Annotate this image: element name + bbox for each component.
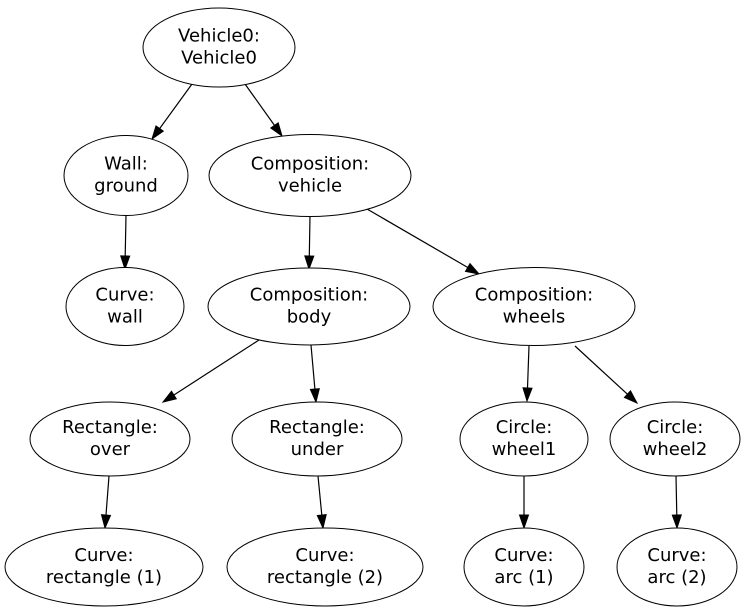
edge-arrowhead [100, 514, 112, 530]
node-label-line1: Composition: [250, 285, 368, 306]
edge-line [105, 475, 110, 516]
edge-composition-wheels-circle-wheel2 [574, 345, 639, 405]
node-circle-wheel1: Circle: wheel1 [459, 401, 589, 477]
node-label-line1: Composition: [475, 285, 593, 306]
node-label-line1: Circle: [647, 417, 704, 438]
node-composition-body: Composition: body [207, 267, 411, 346]
edge-composition-body-rectangle-under [309, 344, 320, 404]
node-ellipse [207, 267, 411, 346]
edge-circle-wheel2-curve-arc-2 [671, 475, 682, 530]
node-label-line2: wheels [503, 307, 566, 328]
edge-vehicle0-wall-ground [151, 83, 193, 141]
node-ellipse [609, 401, 741, 477]
node-curve-rectangle-2: Curve: rectangle (2) [226, 527, 424, 607]
node-label-line1: Curve: [74, 545, 133, 566]
node-composition-wheels: Composition: wheels [432, 267, 636, 346]
edge-arrowhead [151, 125, 165, 141]
node-ellipse [226, 527, 424, 607]
edge-rectangle-over-curve-rectangle-1 [100, 475, 112, 530]
node-label-line1: Curve: [494, 545, 553, 566]
edge-arrowhead [518, 514, 530, 530]
node-ellipse [459, 401, 589, 477]
node-label-line2: wall [107, 307, 143, 328]
edge-line [308, 215, 311, 257]
node-label-line1: Curve: [295, 545, 354, 566]
edge-circle-wheel1-curve-arc-1 [518, 476, 530, 530]
edge-rectangle-under-curve-rectangle-2 [316, 475, 327, 530]
node-label-line1: Circle: [496, 417, 553, 438]
edge-arrowhead [304, 255, 315, 271]
node-curve-arc-1: Curve: arc (1) [463, 527, 585, 607]
edge-line [159, 83, 193, 129]
node-ellipse [208, 134, 412, 217]
edge-line [574, 345, 628, 395]
node-label-line2: arc (1) [494, 567, 553, 588]
node-vehicle0: Vehicle0: Vehicle0 [142, 7, 296, 88]
node-label-line1: Curve: [95, 285, 154, 306]
edge-vehicle0-composition-vehicle [244, 83, 283, 138]
node-ellipse [63, 135, 189, 216]
node-label-line1: Rectangle: [269, 417, 365, 438]
node-ellipse [231, 401, 403, 477]
edge-arrowhead [671, 514, 682, 530]
edge-arrowhead [309, 388, 320, 404]
node-label-line1: Wall: [104, 154, 148, 175]
edge-arrowhead [269, 121, 283, 138]
node-rectangle-over: Rectangle: over [29, 401, 191, 477]
node-wall-ground: Wall: ground [63, 135, 189, 216]
node-rectangle-under: Rectangle: under [231, 401, 403, 477]
node-ellipse [4, 527, 204, 607]
edge-line [244, 83, 275, 126]
node-ellipse [463, 527, 585, 607]
edge-arrowhead [161, 390, 178, 403]
edge-composition-body-rectangle-over [161, 339, 260, 403]
edge-line [526, 345, 530, 389]
node-label-line2: wheel1 [492, 439, 557, 460]
edge-arrowhead [316, 514, 327, 530]
node-label-line2: over [90, 439, 131, 460]
node-label-line2: rectangle (1) [46, 567, 162, 588]
edge-arrowhead [464, 262, 481, 275]
node-label-line1: Rectangle: [62, 417, 158, 438]
edge-line [124, 214, 127, 257]
edge-composition-wheels-circle-wheel1 [522, 345, 533, 403]
edge-arrowhead [120, 255, 131, 271]
edge-composition-vehicle-composition-wheels [366, 208, 481, 275]
node-composition-vehicle: Composition: vehicle [208, 134, 412, 217]
node-label-line2: vehicle [278, 176, 342, 197]
node-ellipse [29, 401, 191, 477]
node-circle-wheel2: Circle: wheel2 [609, 401, 741, 477]
node-label-line2: ground [94, 176, 158, 197]
edge-line [675, 475, 678, 516]
node-label-line2: body [287, 307, 332, 328]
node-ellipse [432, 267, 636, 346]
node-label-line2: Vehicle0 [181, 48, 257, 69]
node-ellipse [65, 267, 185, 346]
edge-line [173, 339, 260, 396]
node-label-line1: Curve: [647, 545, 706, 566]
node-label-line2: wheel2 [643, 439, 708, 460]
node-label-line2: rectangle (2) [267, 567, 383, 588]
node-ellipse [142, 7, 296, 88]
node-curve-rectangle-1: Curve: rectangle (1) [4, 527, 204, 607]
node-ellipse [616, 527, 738, 607]
edge-composition-vehicle-composition-body [304, 215, 315, 271]
node-curve-wall: Curve: wall [65, 267, 185, 346]
node-label-line1: Vehicle0: [178, 26, 260, 47]
node-label-line2: under [291, 439, 344, 460]
edge-arrowhead [522, 387, 533, 403]
edge-wall-ground-curve-wall [120, 214, 131, 271]
edge-arrowhead [623, 390, 639, 405]
edge-line [310, 344, 316, 390]
edge-line [317, 475, 323, 516]
edge-line [366, 208, 469, 269]
node-label-line1: Composition: [251, 154, 369, 175]
node-label-line2: arc (2) [647, 567, 706, 588]
node-curve-arc-2: Curve: arc (2) [616, 527, 738, 607]
